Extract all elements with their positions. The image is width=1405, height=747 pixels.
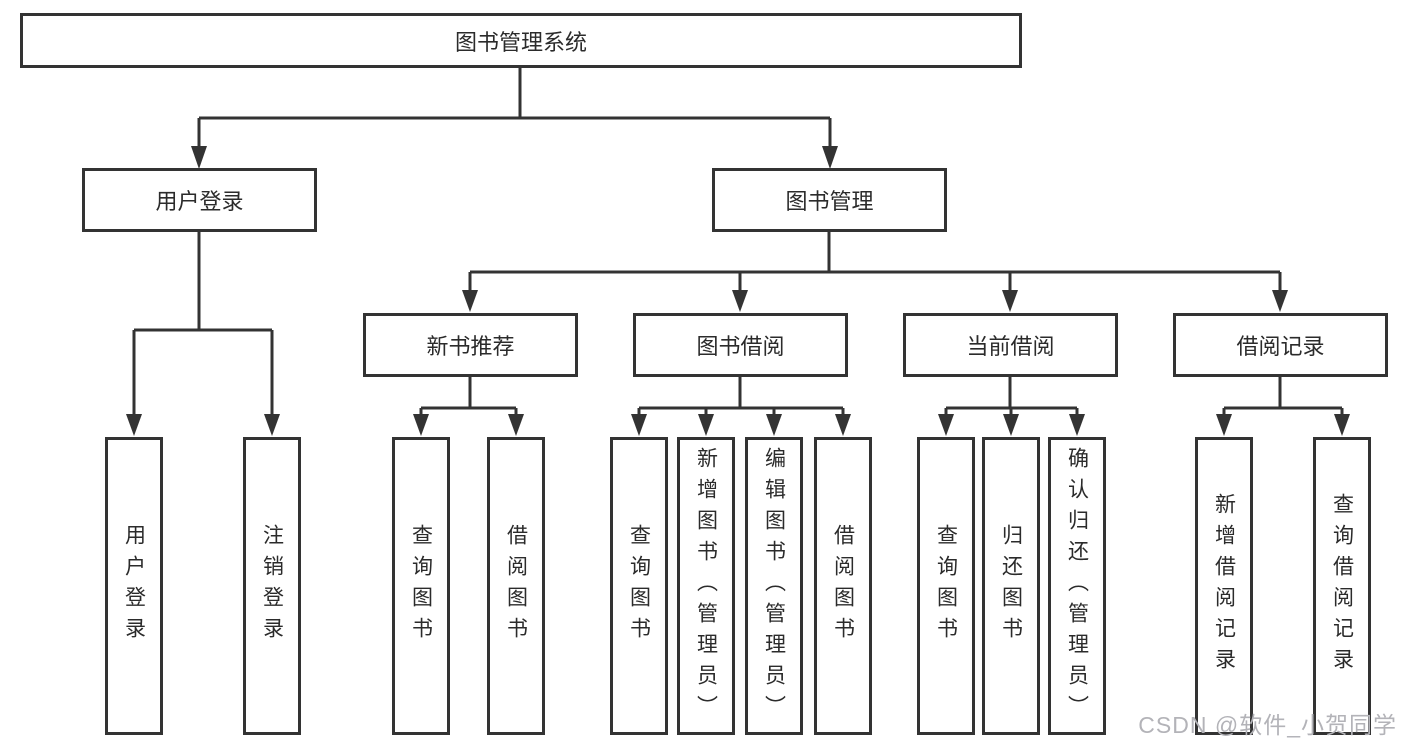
node-label: 归还图书: [999, 524, 1023, 648]
node-label: 查询图书: [627, 524, 651, 648]
leaf-query-borrow-record: 查询借阅记录: [1313, 437, 1371, 735]
leaf-borrow-books: 借阅图书: [814, 437, 872, 735]
node-label: 注销登录: [260, 524, 284, 648]
node-label: 图书管理系统: [454, 29, 587, 55]
node-label: 查询借阅记录: [1330, 493, 1354, 679]
node-label: 借阅图书: [831, 524, 855, 648]
node-root-library-system: 图书管理系统: [20, 13, 1022, 68]
leaf-return-books: 归还图书: [982, 437, 1040, 735]
node-book-borrowing: 图书借阅: [633, 313, 848, 377]
node-label: 当前借阅: [966, 334, 1055, 359]
leaf-add-borrow-record: 新增借阅记录: [1195, 437, 1253, 735]
node-label: 查询图书: [409, 524, 433, 648]
node-new-book-recommend: 新书推荐: [363, 313, 578, 377]
node-current-borrowing: 当前借阅: [903, 313, 1118, 377]
node-label: 新书推荐: [426, 334, 515, 359]
node-label: 借阅图书: [504, 524, 528, 648]
node-label: 确认归还（管理员）: [1065, 446, 1089, 726]
leaf-borrow-books-recommend: 借阅图书: [487, 437, 545, 735]
leaf-edit-books-admin: 编辑图书（管理员）: [745, 437, 803, 735]
leaf-user-login: 用户登录: [105, 437, 163, 735]
node-label: 用户登录: [155, 189, 244, 214]
leaf-query-books-recommend: 查询图书: [392, 437, 450, 735]
node-label: 编辑图书（管理员）: [762, 446, 786, 726]
csdn-watermark: CSDN @软件_小贺同学: [1138, 712, 1397, 738]
node-user-login: 用户登录: [82, 168, 317, 232]
node-label: 图书借阅: [696, 334, 785, 359]
leaf-logout: 注销登录: [243, 437, 301, 735]
leaf-query-books-current: 查询图书: [917, 437, 975, 735]
node-label: 借阅记录: [1236, 334, 1325, 359]
node-label: 图书管理: [785, 189, 874, 214]
node-borrowing-records: 借阅记录: [1173, 313, 1388, 377]
node-label: 新增借阅记录: [1212, 493, 1236, 679]
node-label: 查询图书: [934, 524, 958, 648]
node-book-management: 图书管理: [712, 168, 947, 232]
leaf-confirm-return-admin: 确认归还（管理员）: [1048, 437, 1106, 735]
leaf-add-books-admin: 新增图书（管理员）: [677, 437, 735, 735]
node-label: 用户登录: [122, 524, 146, 648]
node-label: 新增图书（管理员）: [694, 446, 718, 726]
leaf-query-books-borrow: 查询图书: [610, 437, 668, 735]
